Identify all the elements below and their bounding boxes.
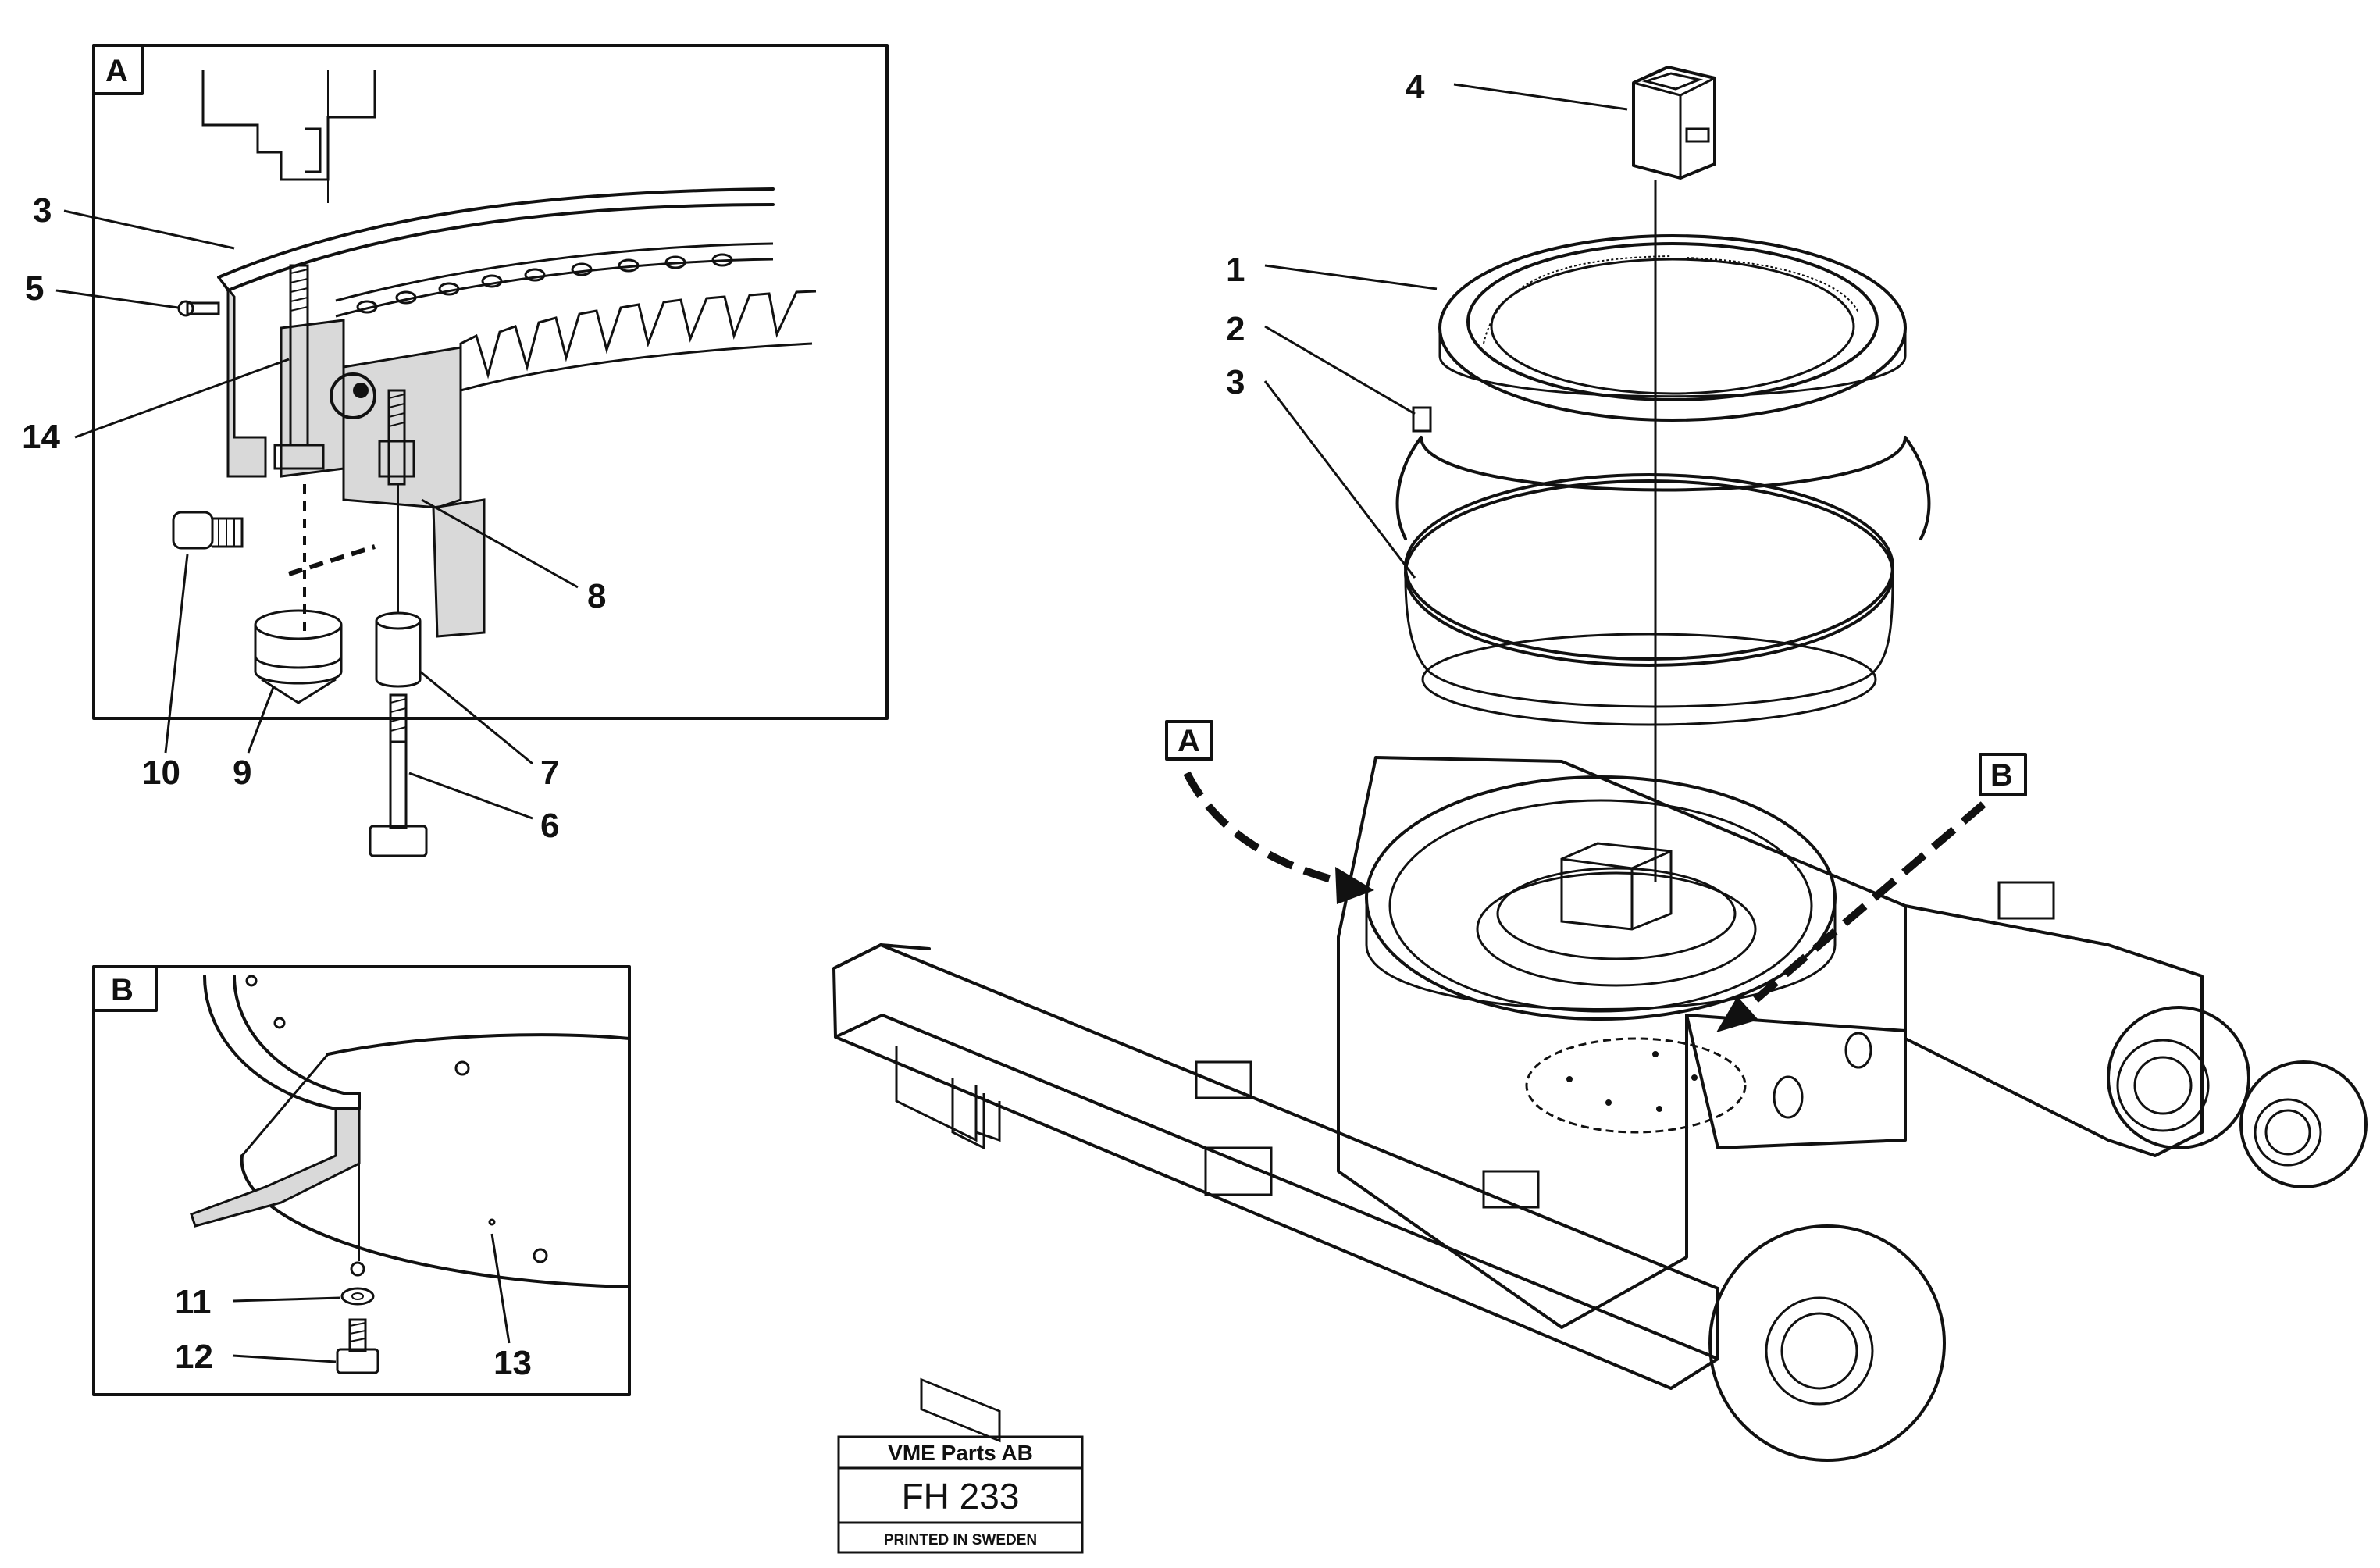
sleeve-7 [375,484,422,688]
arrow-b-box [1979,753,2027,796]
detail-b-letter: B [111,973,134,1007]
bolt-6 [369,693,428,857]
slewing-ring-section [217,187,817,638]
detail-a: A [22,44,889,857]
detail-b-letter-box [92,965,158,1012]
callout-6: 6 [540,807,559,845]
detail-a-frame [92,44,889,720]
plug-9 [254,609,343,704]
undercarriage-frame [832,756,2368,1462]
callout-3-main: 3 [1226,363,1245,401]
part-1-bearing-ring [1438,234,1907,422]
ring-bolt-holes [356,253,733,314]
main-view: A B 4 1 2 3 [832,66,2368,1462]
callout-14: 14 [22,418,60,456]
bolt-12 [336,1318,379,1374]
title-company: VME Parts AB [888,1441,1033,1465]
top-fixture [201,70,376,203]
arrow-b: B [1716,753,2027,1032]
detail-a-letter-box [92,44,144,95]
arrow-b-label: B [1990,758,2013,793]
detail-a-callouts: 3 5 14 8 10 9 7 6 [22,191,606,845]
washer-11 [340,1287,375,1306]
detail-b-callouts: 11 12 13 [175,1233,532,1382]
ring-segment [190,975,361,1261]
detail-b: B 11 [92,965,631,1396]
grease-nipple-5 [177,300,220,317]
callout-8: 8 [587,577,606,615]
cover-plate-13 [240,1033,631,1288]
arrow-a: A [1165,720,1374,904]
arrow-a-box [1165,720,1213,761]
callout-5: 5 [25,269,44,308]
part-2-seal-ring [1395,406,1931,540]
detail-b-frame [92,965,631,1396]
callout-10: 10 [142,754,180,792]
title-footer: PRINTED IN SWEDEN [884,1532,1037,1548]
callout-4: 4 [1406,68,1425,106]
gear-teeth [459,290,817,392]
bolt-14 [273,264,325,640]
callout-2: 2 [1226,310,1245,348]
detail-a-letter: A [105,54,128,88]
title-block: VME Parts AB FH 233 PRINTED IN SWEDEN [837,1435,1084,1554]
part-4-sleeve [1632,66,1716,180]
callout-7: 7 [540,754,559,792]
callout-11: 11 [175,1283,212,1321]
title-code: FH 233 [902,1476,1020,1516]
plug-10 [172,511,376,576]
part-3-ring [1404,473,1894,726]
bolt-8 [378,389,415,486]
callout-12: 12 [175,1338,213,1376]
callout-13: 13 [493,1344,532,1382]
arrow-a-label: A [1178,724,1200,758]
main-callouts: 4 1 2 3 [1226,68,1628,579]
callout-1: 1 [1226,251,1245,289]
callout-9: 9 [233,754,251,792]
callout-3-a: 3 [33,191,52,230]
